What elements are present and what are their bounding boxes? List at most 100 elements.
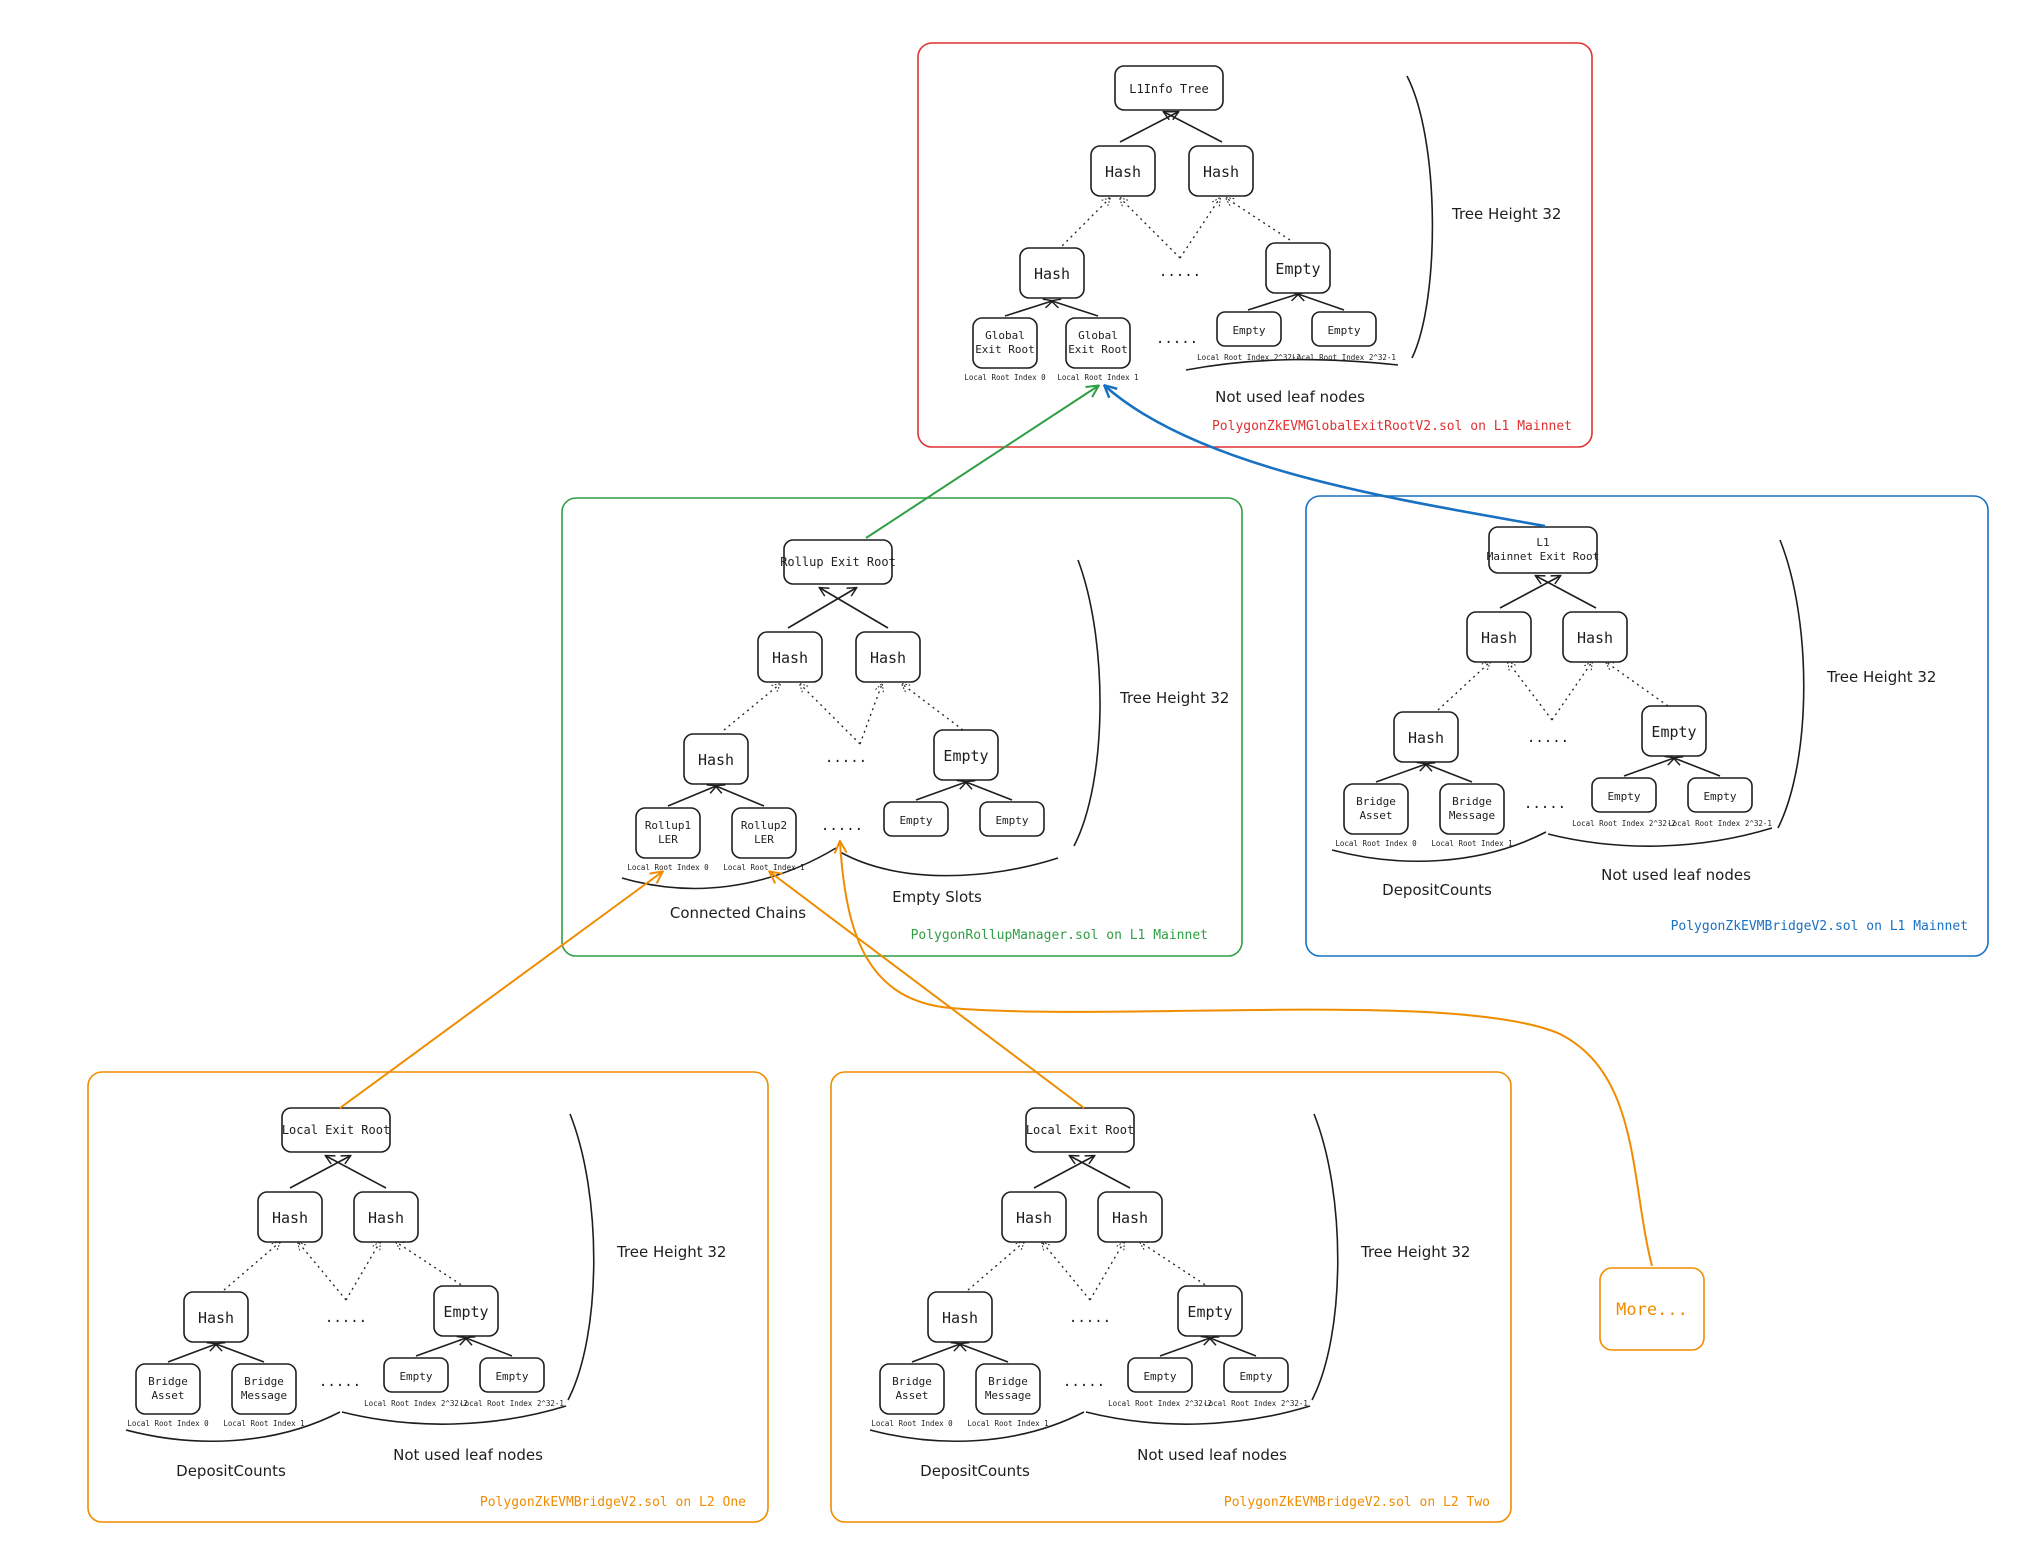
edge [1623,758,1674,777]
l1info-leaf-global-exit-root-1[interactable]: Global Exit Root [1065,317,1131,369]
node-label: Hash [1203,163,1239,181]
l2-two-local-exit-root-node[interactable]: Local Exit Root [1025,1107,1135,1153]
rollup-leaf-rollup2-ler[interactable]: Rollup2 LER [731,807,797,859]
not-used-leaf-label: Not used leaf nodes [1137,1446,1287,1464]
l1info-leaf-empty-a[interactable]: Empty [1216,311,1282,347]
node-label: Empty [399,1370,432,1383]
dotted-edge [1606,662,1669,707]
edge [216,1344,265,1363]
dotted-edge [1551,662,1592,721]
l2-two-leaf-bridge-asset[interactable]: Bridge Asset [879,1363,945,1415]
more-chains-box[interactable]: More... [1599,1267,1705,1351]
l2-two-leaf-bridge-message[interactable]: Bridge Message [975,1363,1041,1415]
l2-two-leaf-empty-a[interactable]: Empty [1127,1357,1193,1393]
l2-one-leaf-bridge-message[interactable]: Bridge Message [231,1363,297,1415]
l1info-root-node[interactable]: L1Info Tree [1114,65,1224,111]
edge [1119,112,1178,143]
l1info-leaf-global-exit-root-0[interactable]: Global Exit Root [972,317,1038,369]
edge [966,782,1013,801]
l1info-mid-hash-node[interactable]: Hash [1019,247,1085,299]
mainnet-leaf-bridge-asset[interactable]: Bridge Asset [1343,783,1409,835]
rollup-hash-left-node[interactable]: Hash [757,631,823,683]
mainnet-mid-hash-node[interactable]: Hash [1393,711,1459,763]
leaf-index-label: Local Root Index 2^32-1 [1292,353,1396,362]
edge [326,1156,387,1189]
dotted-edge [1437,662,1490,711]
node-label-line1: L1 [1536,536,1549,549]
rollup-manager-panel: Rollup Exit Root Hash Hash Hash ..... Em… [561,497,1243,957]
l2-two-leaf-empty-b[interactable]: Empty [1223,1357,1289,1393]
l2-two-hash-left-node[interactable]: Hash [1001,1191,1067,1243]
edge [1536,576,1597,609]
node-label-line2: Exit Root [975,343,1035,356]
l2-one-mid-hash-node[interactable]: Hash [183,1291,249,1343]
not-used-leaf-label: Not used leaf nodes [393,1446,543,1464]
mainnet-leaf-bridge-message[interactable]: Bridge Message [1439,783,1505,835]
edge [1004,301,1052,317]
mainnet-exit-root-node[interactable]: L1 Mainnet Exit Root [1487,526,1600,574]
node-label: Hash [368,1209,404,1227]
l2-two-mid-empty-node[interactable]: Empty [1177,1285,1243,1337]
rollup-exit-root-node[interactable]: Rollup Exit Root [780,539,896,585]
mainnet-leaf-empty-a[interactable]: Empty [1591,777,1657,813]
l2-one-hash-left-node[interactable]: Hash [257,1191,323,1243]
l2-two-hash-right-node[interactable]: Hash [1097,1191,1163,1243]
edge [787,588,856,629]
leaf-index-label: Local Root Index 1 [223,1419,304,1428]
node-label-line1: Bridge [244,1375,284,1388]
l1info-leaf-empty-b[interactable]: Empty [1311,311,1377,347]
edge [1033,1156,1094,1189]
l2-one-mid-empty-node[interactable]: Empty [433,1285,499,1337]
tree-height-label: Tree Height 32 [1826,668,1936,686]
tree-height-label: Tree Height 32 [1360,1243,1470,1261]
rollup-mid-hash-node[interactable]: Hash [683,733,749,785]
more-to-rollup-arrow [840,842,1653,1267]
height-brace [1406,75,1434,359]
ellipsis: ..... [821,818,863,834]
rollup-leaf-rollup1-ler[interactable]: Rollup1 LER [635,807,701,859]
node-label-line1: Bridge [892,1375,932,1388]
l2-one-leaf-empty-a[interactable]: Empty [383,1357,449,1393]
rollup-leaf-empty-b[interactable]: Empty [979,801,1045,837]
node-label-line2: Asset [151,1389,184,1402]
node-label: Local Exit Root [282,1123,390,1137]
node-label: Empty [943,747,988,765]
node-label: L1Info Tree [1129,82,1208,96]
l1info-hash-right-node[interactable]: Hash [1188,145,1254,197]
mainnet-hash-right-node[interactable]: Hash [1562,611,1628,663]
edge [1426,764,1473,783]
node-label-line1: Global [1078,329,1118,342]
l1info-mid-empty-node[interactable]: Empty [1265,242,1331,294]
node-label: Empty [1651,723,1696,741]
node-label-line1: Rollup1 [645,819,691,832]
ellipsis: ..... [319,1374,361,1390]
rollup-hash-right-node[interactable]: Hash [855,631,921,683]
node-label: Hash [1105,163,1141,181]
l2-one-hash-right-node[interactable]: Hash [353,1191,419,1243]
tree-height-label: Tree Height 32 [616,1243,726,1261]
l2-two-mid-hash-node[interactable]: Hash [927,1291,993,1343]
rollup-mid-empty-node[interactable]: Empty [933,729,999,781]
mainnet-hash-left-node[interactable]: Hash [1466,611,1532,663]
edge [1164,112,1223,143]
mainnet-mid-empty-node[interactable]: Empty [1641,705,1707,757]
l2-one-leaf-empty-b[interactable]: Empty [479,1357,545,1393]
node-label-line2: LER [658,833,678,846]
mainnet-bridge-frame [1305,495,1989,957]
mainnet-leaf-empty-b[interactable]: Empty [1687,777,1753,813]
leaf-brace [1547,827,1773,847]
dotted-edge [723,684,780,731]
l2-two-panel: Local Exit Root Hash Hash Hash ..... Emp… [830,1071,1512,1523]
ellipsis: ..... [825,750,867,766]
rollup-leaf-empty-a[interactable]: Empty [883,801,949,837]
edge [1298,294,1345,311]
node-label: Empty [1232,324,1265,337]
node-label-line1: Bridge [1452,795,1492,808]
l2-one-leaf-bridge-asset[interactable]: Bridge Asset [135,1363,201,1415]
leaf-index-label: Local Root Index 1 [967,1419,1048,1428]
leaf-index-label: Local Root Index 0 [127,1419,209,1428]
height-brace [1777,539,1805,829]
l2-one-local-exit-root-node[interactable]: Local Exit Root [281,1107,391,1153]
l1info-hash-left-node[interactable]: Hash [1090,145,1156,197]
